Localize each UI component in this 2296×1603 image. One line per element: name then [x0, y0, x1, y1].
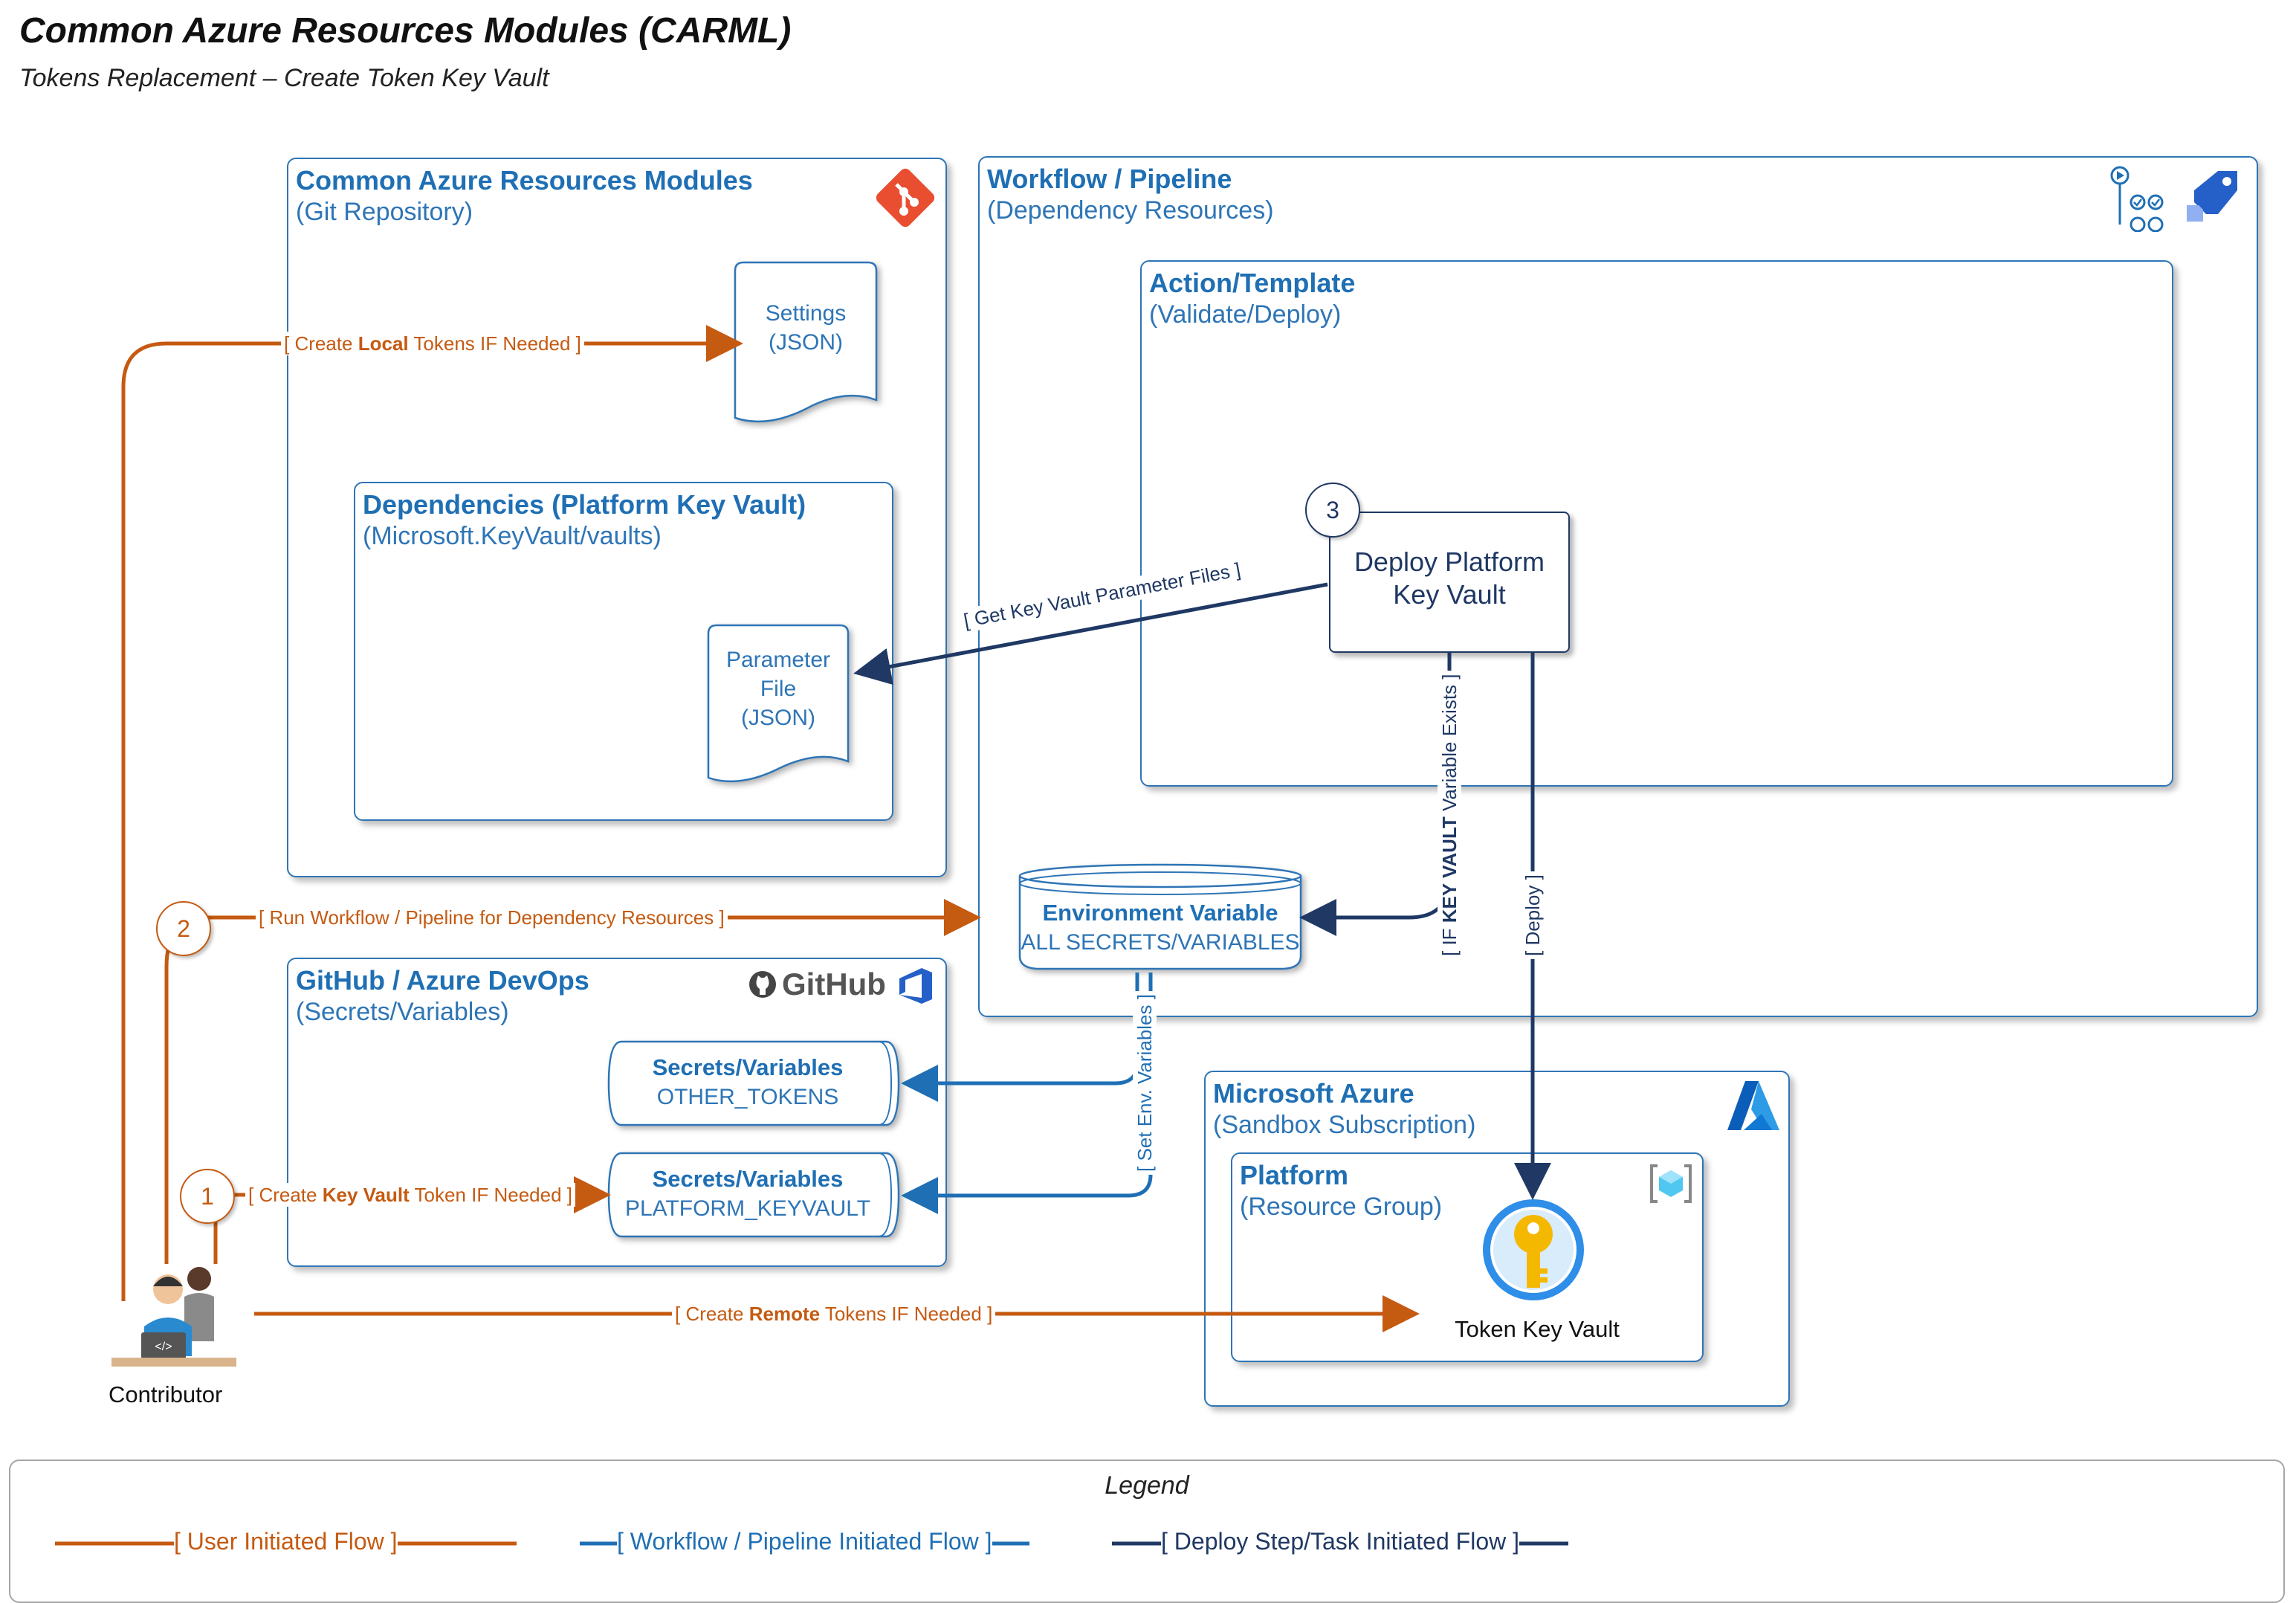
deploy-platform-keyvault-step: Deploy Platform Key Vault	[1329, 512, 1570, 653]
secret1-title: Secrets/Variables	[652, 1054, 844, 1080]
page-subtitle: Tokens Replacement – Create Token Key Va…	[19, 64, 549, 92]
git-repository-title: Common Azure Resources Modules	[296, 165, 753, 196]
flow-create-local-tokens	[121, 325, 743, 1301]
workflow-pipeline-title: Workflow / Pipeline	[987, 164, 1232, 194]
contributor-label: Contributor	[109, 1381, 223, 1407]
resource-group-icon	[1650, 1164, 1692, 1203]
step-1-badge: 1	[180, 1169, 235, 1224]
settings-doc-line1: Settings	[765, 301, 847, 326]
microsoft-azure-title: Microsoft Azure	[1213, 1078, 1414, 1109]
label-if-keyvault-exists: [ IF KEY VAULT Variable Exists ]	[1438, 671, 1461, 959]
dependencies-title: Dependencies (Platform Key Vault)	[363, 489, 806, 520]
dependencies-subtitle: (Microsoft.KeyVault/vaults)	[363, 522, 662, 550]
secrets-other-tokens: Secrets/Variables OTHER_TOKENS	[607, 1039, 901, 1127]
flow-set-env-platform-keyvault	[901, 973, 1153, 1214]
svg-text:</>: </>	[155, 1341, 172, 1353]
flow-run-workflow	[164, 899, 981, 1264]
github-devops-title: GitHub / Azure DevOps	[296, 965, 589, 996]
flow-if-keyvault-exists	[1299, 651, 1452, 936]
workflow-icon	[2110, 166, 2164, 232]
flow-get-param-files	[853, 582, 1328, 686]
param-doc-line1: Parameter	[725, 648, 831, 672]
step-2-badge: 2	[156, 901, 211, 956]
settings-doc-line2: (JSON)	[769, 330, 843, 355]
key-vault-icon	[1483, 1199, 1584, 1300]
page-title: Common Azure Resources Modules (CARML)	[19, 11, 792, 51]
github-logo-text: GitHub	[782, 967, 886, 1002]
platform-resource-group-box: Platform (Resource Group) Token Key Vaul…	[1231, 1152, 1704, 1362]
git-icon	[876, 168, 935, 228]
label-create-remote-tokens: [ Create Remote Tokens IF Needed ]	[672, 1302, 996, 1326]
legend-user-flow: [ User Initiated Flow ]	[55, 1528, 517, 1555]
step-3-badge: 3	[1305, 483, 1360, 538]
env-var-title: Environment Variable	[1042, 900, 1278, 926]
workflow-pipeline-subtitle: (Dependency Resources)	[987, 196, 1274, 225]
label-run-workflow: [ Run Workflow / Pipeline for Dependency…	[256, 906, 728, 929]
github-logo-icon	[749, 971, 776, 998]
deploy-step-line1: Deploy Platform	[1354, 546, 1545, 577]
git-repository-subtitle: (Git Repository)	[296, 198, 473, 226]
azure-devops-icon	[899, 968, 932, 1004]
keyvault-label: Token Key Vault	[1455, 1316, 1620, 1342]
action-template-subtitle: (Validate/Deploy)	[1149, 300, 1342, 329]
param-doc-line2: File	[760, 677, 797, 701]
action-template-title: Action/Template	[1149, 268, 1356, 298]
legend-title: Legend	[1105, 1471, 1189, 1500]
platform-subtitle: (Resource Group)	[1240, 1193, 1443, 1221]
secrets-platform-keyvault: Secrets/Variables PLATFORM_KEYVAULT	[607, 1151, 901, 1239]
label-deploy: [ Deploy ]	[1521, 871, 1545, 959]
legend-deploy-flow: [ Deploy Step/Task Initiated Flow ]	[1112, 1528, 1568, 1555]
contributor-icon: </>	[111, 1267, 236, 1367]
platform-title: Platform	[1240, 1160, 1349, 1190]
legend-pipeline-flow: [ Workflow / Pipeline Initiated Flow ]	[580, 1528, 1029, 1555]
label-create-local-tokens: [ Create Local Tokens IF Needed ]	[281, 332, 584, 355]
secret2-title: Secrets/Variables	[652, 1166, 844, 1192]
environment-variable-store: Environment Variable ALL SECRETS/VARIABL…	[1018, 862, 1303, 971]
deploy-step-line2: Key Vault	[1393, 579, 1506, 610]
legend: Legend [ User Initiated Flow ] [ Workflo…	[9, 1460, 2285, 1603]
azure-logo-icon	[1727, 1081, 1779, 1130]
label-create-keyvault-token: [ Create Key Vault Token IF Needed ]	[245, 1183, 575, 1207]
parameter-file-document: Parameter File (JSON)	[706, 623, 850, 788]
secret2-value: PLATFORM_KEYVAULT	[624, 1196, 871, 1221]
param-doc-line3: (JSON)	[741, 706, 815, 730]
env-var-value: ALL SECRETS/VARIABLES	[1021, 930, 1300, 955]
label-set-env-variables: [ Set Env. Variables ]	[1133, 991, 1157, 1175]
flow-set-env-other-tokens	[901, 973, 1139, 1102]
azure-pipelines-icon	[2187, 171, 2237, 222]
settings-json-document: Settings (JSON)	[733, 260, 879, 428]
microsoft-azure-subtitle: (Sandbox Subscription)	[1213, 1111, 1476, 1139]
github-devops-subtitle: (Secrets/Variables)	[296, 998, 509, 1026]
secret1-value: OTHER_TOKENS	[656, 1085, 839, 1109]
